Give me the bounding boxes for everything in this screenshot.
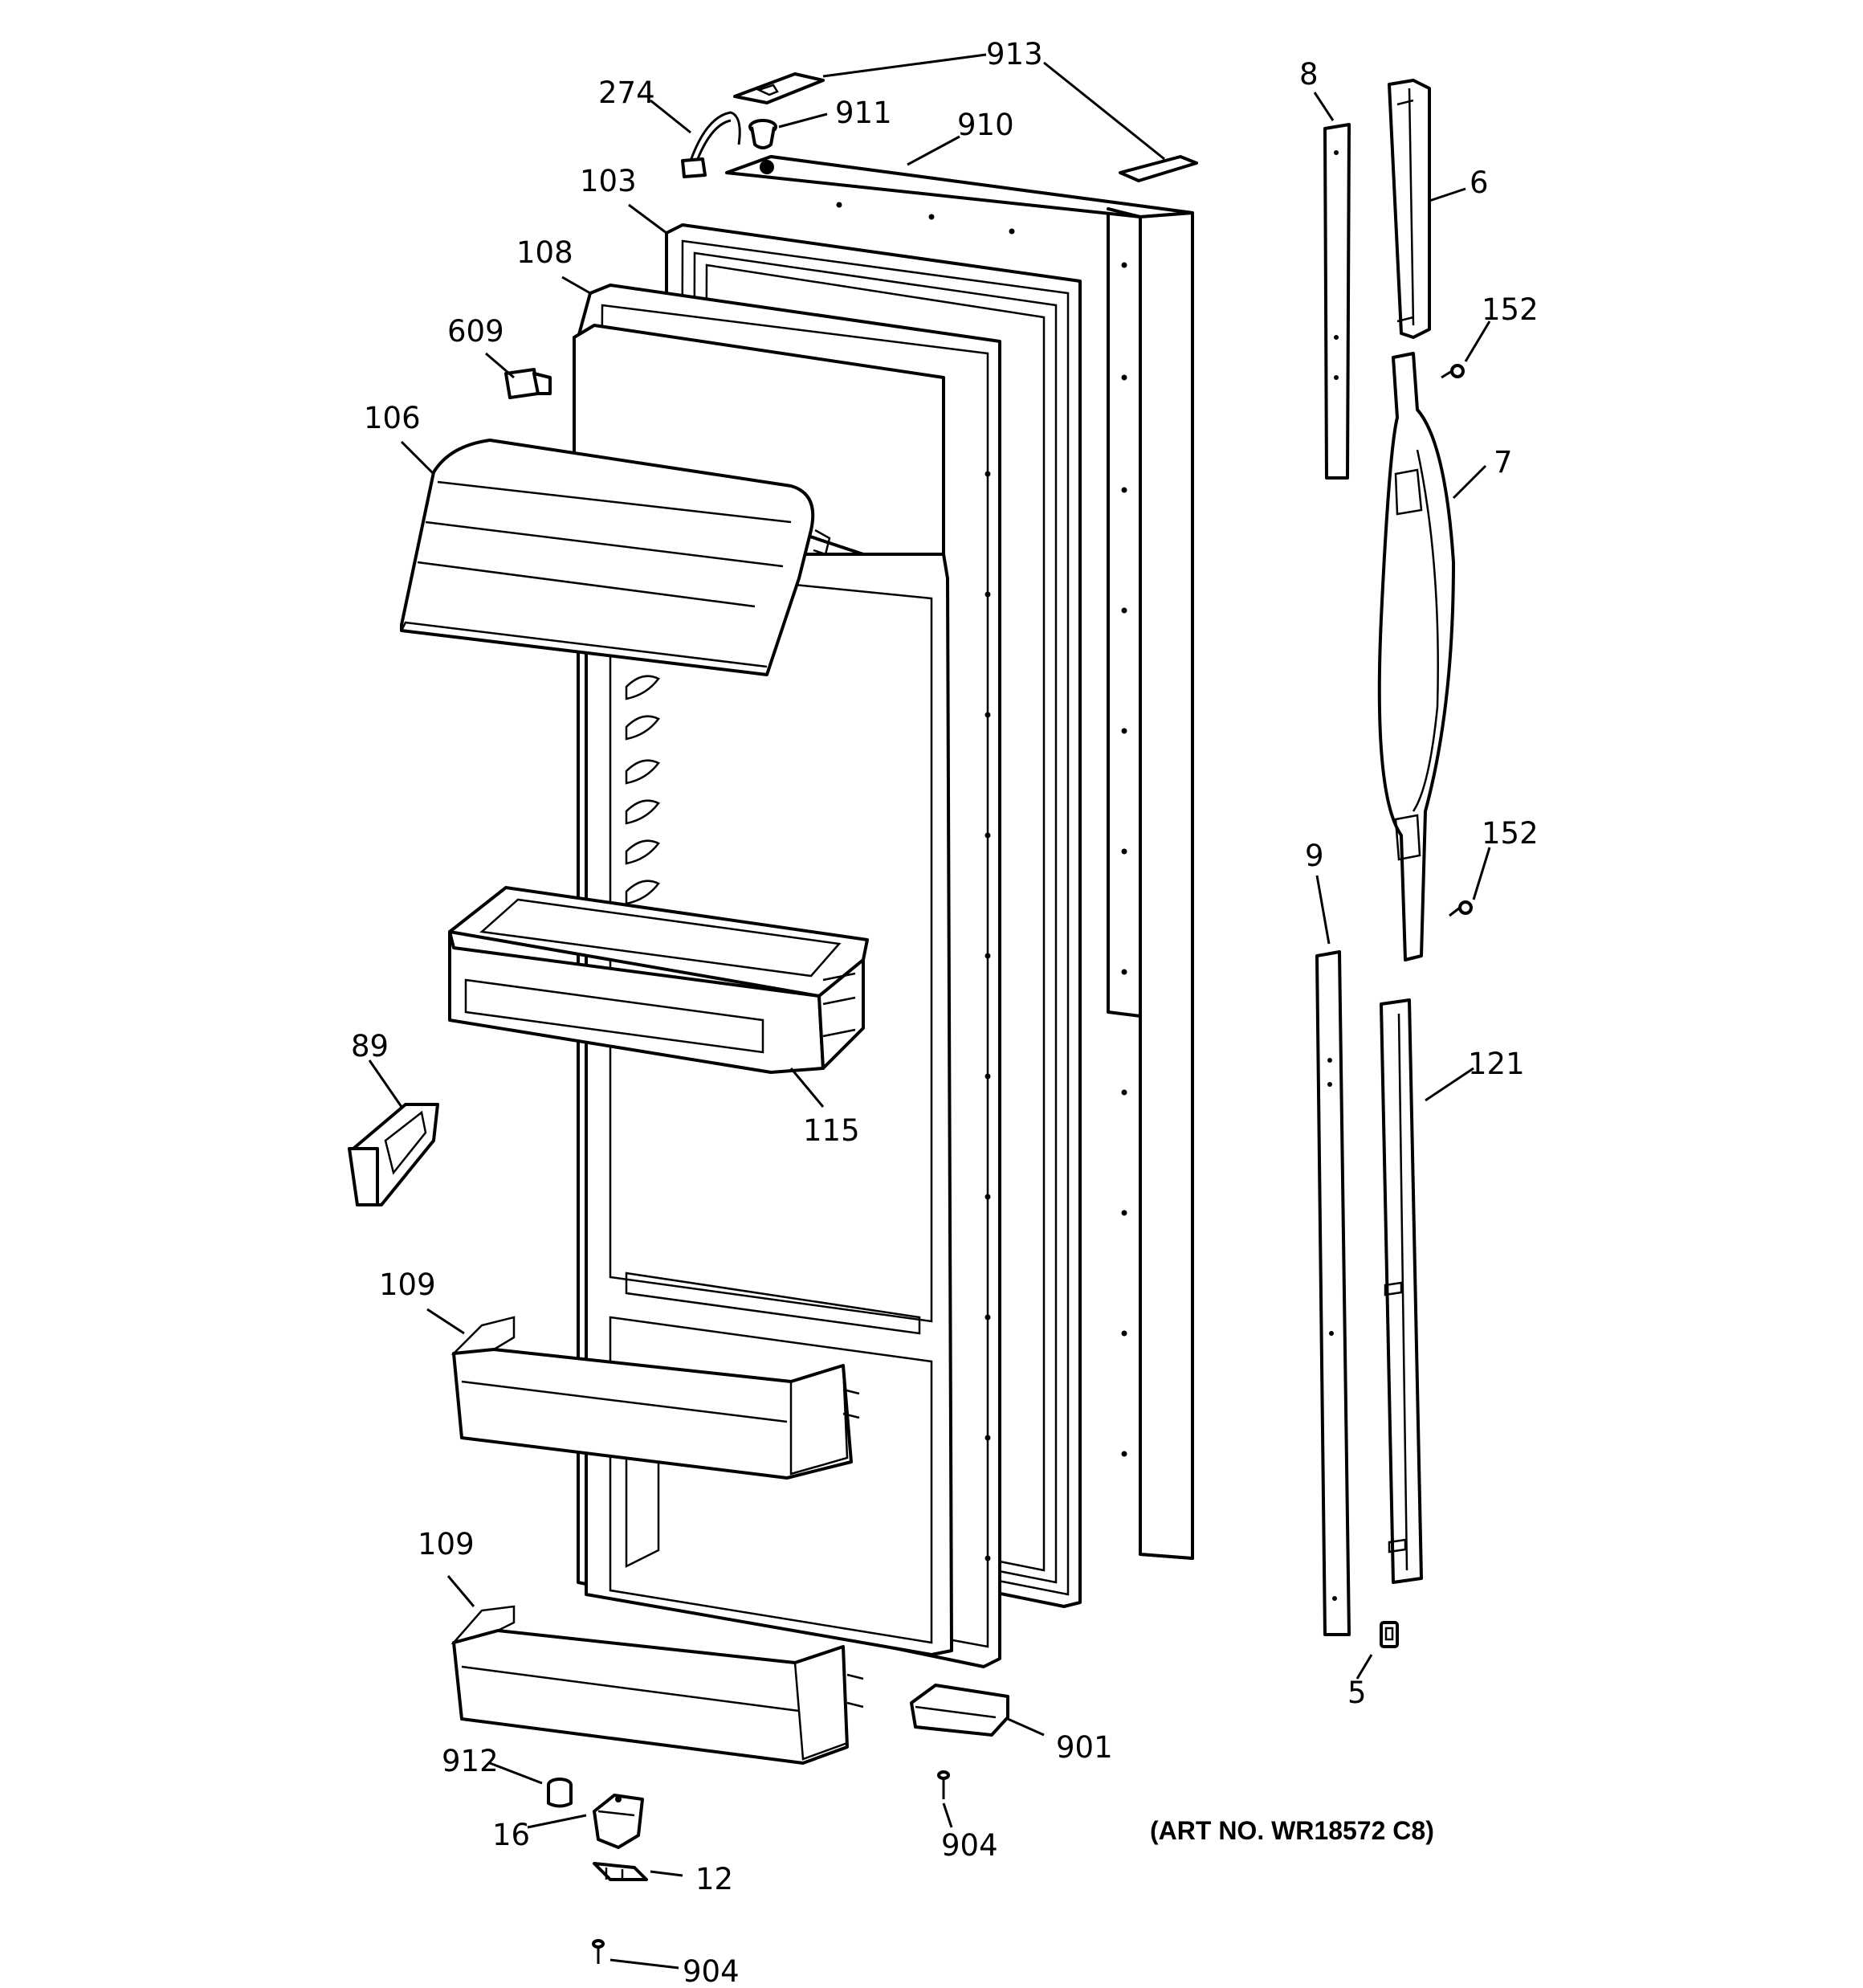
label-109-a: 109 xyxy=(379,1268,436,1302)
label-152-b: 152 xyxy=(1482,816,1539,851)
label-106: 106 xyxy=(364,401,421,435)
label-5: 5 xyxy=(1347,1676,1367,1710)
handle-cap-top-shape xyxy=(1388,79,1431,339)
leader-lines xyxy=(368,53,1491,1970)
label-103: 103 xyxy=(580,164,637,198)
label-274: 274 xyxy=(598,76,655,110)
dairy-compartment-door-shape xyxy=(400,439,831,676)
hinge-bushing-shape xyxy=(547,1778,573,1808)
trim-strip-upper-shape xyxy=(1323,123,1351,480)
label-7: 7 xyxy=(1494,445,1513,480)
screw-bottom-shape xyxy=(592,1939,605,1964)
trim-strip-lower-shape xyxy=(1315,950,1351,1636)
door-stop-shape xyxy=(910,1684,1009,1737)
label-901: 901 xyxy=(1056,1730,1113,1765)
screw-mid-shape xyxy=(937,1770,950,1799)
hinge-bracket-shape xyxy=(593,1794,644,1849)
label-115: 115 xyxy=(803,1113,860,1148)
hinge-pin-plate-shape xyxy=(593,1862,648,1881)
door-outer-panel-shape xyxy=(725,155,1194,1560)
label-16: 16 xyxy=(492,1818,530,1852)
label-9: 9 xyxy=(1305,839,1324,873)
deep-door-bin-shape xyxy=(448,886,869,1074)
handle-end-cap-shape xyxy=(1380,1621,1399,1648)
bushing-top-shape xyxy=(748,119,777,149)
label-609: 609 xyxy=(447,314,504,349)
label-89: 89 xyxy=(351,1029,389,1063)
label-904-a: 904 xyxy=(683,1954,740,1988)
label-6: 6 xyxy=(1470,165,1489,200)
label-108: 108 xyxy=(516,235,573,270)
gasket-pad-top-shape xyxy=(733,72,825,104)
door-shelf-upper-shape xyxy=(450,1316,860,1480)
handle-screw-lower-shape xyxy=(1449,900,1473,917)
switch-cap-shape xyxy=(504,368,552,399)
label-109-b: 109 xyxy=(418,1527,475,1561)
door-shelf-lower-shape xyxy=(450,1605,864,1765)
art-number: (ART NO. WR18572 C8) xyxy=(1150,1816,1434,1845)
label-904-b: 904 xyxy=(941,1828,998,1863)
label-12: 12 xyxy=(695,1862,733,1896)
part-labels: 913 274 911 910 103 108 609 106 115 89 1… xyxy=(351,37,1539,1988)
handle-trim-long-shape xyxy=(1380,998,1423,1584)
door-handle-shape xyxy=(1377,352,1455,961)
label-152-a: 152 xyxy=(1482,292,1539,327)
label-910: 910 xyxy=(957,108,1014,142)
label-8: 8 xyxy=(1299,57,1319,92)
can-rack-shape xyxy=(348,1103,439,1206)
label-121: 121 xyxy=(1468,1047,1525,1081)
label-912: 912 xyxy=(442,1744,499,1778)
door-switch-wire-shape xyxy=(681,111,741,178)
label-911: 911 xyxy=(835,96,892,130)
gasket-pad-right-shape xyxy=(1119,155,1198,182)
label-913-a: 913 xyxy=(986,37,1043,71)
handle-screw-upper-shape xyxy=(1441,364,1465,379)
